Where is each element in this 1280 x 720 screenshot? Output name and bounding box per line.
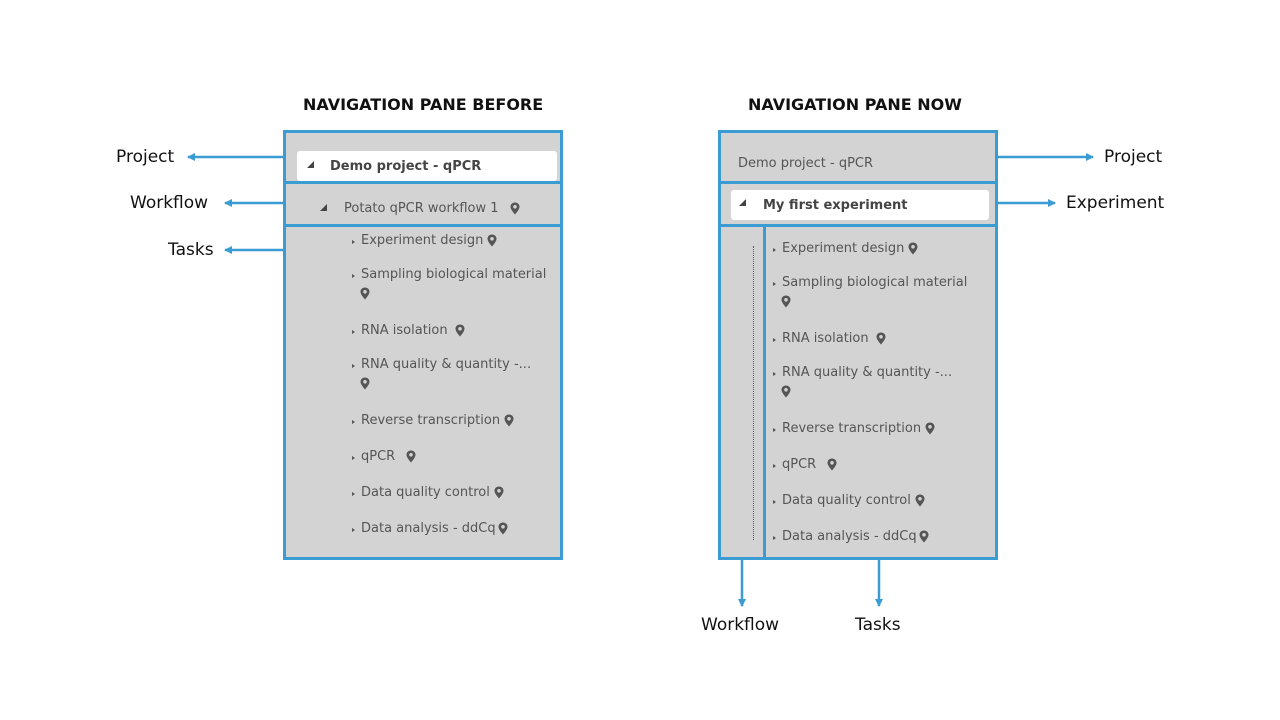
triangle-right-icon: [773, 464, 776, 468]
triangle-right-icon: [773, 500, 776, 504]
map-pin-icon[interactable]: [908, 242, 918, 255]
map-pin-icon[interactable]: [925, 422, 935, 435]
left-workflow-label[interactable]: Potato qPCR workflow 1: [344, 201, 499, 216]
map-pin-icon[interactable]: [360, 377, 370, 390]
triangle-down-icon: [320, 204, 327, 211]
map-pin-icon[interactable]: [504, 414, 514, 427]
map-pin-icon[interactable]: [455, 324, 465, 337]
triangle-right-icon: [773, 338, 776, 342]
left-divider-project: [283, 181, 563, 184]
triangle-right-icon: [352, 240, 355, 244]
map-pin-icon[interactable]: [498, 522, 508, 535]
triangle-right-icon: [352, 456, 355, 460]
right-experiment-label: My first experiment: [763, 198, 908, 213]
map-pin-icon[interactable]: [781, 385, 791, 398]
task-item[interactable]: RNA isolation: [361, 323, 448, 338]
task-item[interactable]: RNA quality & quantity -...: [361, 357, 532, 372]
left-callout-workflow: Workflow: [130, 193, 209, 213]
task-item[interactable]: RNA isolation: [782, 331, 869, 346]
task-item[interactable]: RNA quality & quantity -...: [782, 365, 953, 380]
task-item[interactable]: Experiment design: [782, 241, 905, 256]
triangle-right-icon: [352, 330, 355, 334]
triangle-down-icon: [739, 199, 746, 206]
left-callout-project: Project: [116, 147, 175, 167]
map-pin-icon[interactable]: [494, 486, 504, 499]
left-project-row[interactable]: [297, 151, 557, 181]
triangle-right-icon: [352, 364, 355, 368]
map-pin-icon[interactable]: [827, 458, 837, 471]
task-item[interactable]: Data analysis - ddCq: [361, 521, 496, 536]
task-item[interactable]: Reverse transcription: [361, 413, 501, 428]
map-pin-icon[interactable]: [510, 202, 520, 215]
left-callout-tasks: Tasks: [168, 240, 214, 260]
triangle-right-icon: [773, 248, 776, 252]
task-item[interactable]: Sampling biological material: [782, 275, 968, 290]
map-pin-icon[interactable]: [487, 234, 497, 247]
left-pane-title: NAVIGATION PANE BEFORE: [303, 95, 544, 114]
right-experiment-row[interactable]: [731, 190, 989, 220]
right-divider-workflow-column: [763, 224, 766, 560]
triangle-right-icon: [773, 428, 776, 432]
map-pin-icon[interactable]: [876, 332, 886, 345]
triangle-right-icon: [352, 492, 355, 496]
task-item[interactable]: Reverse transcription: [782, 421, 922, 436]
triangle-right-icon: [352, 274, 355, 278]
left-project-label: Demo project - qPCR: [330, 159, 482, 174]
triangle-right-icon: [352, 528, 355, 532]
right-pane-title: NAVIGATION PANE NOW: [748, 95, 962, 114]
triangle-right-icon: [773, 536, 776, 540]
right-callout-tasks: Tasks: [855, 615, 901, 635]
right-divider-experiment: [718, 224, 998, 227]
map-pin-icon[interactable]: [915, 494, 925, 507]
left-navigation-pane: [283, 130, 563, 560]
right-callout-workflow: Workflow: [701, 615, 780, 635]
task-item[interactable]: Experiment design: [361, 233, 484, 248]
right-callout-experiment: Experiment: [1066, 193, 1165, 213]
map-pin-icon[interactable]: [360, 287, 370, 300]
task-item[interactable]: Data analysis - ddCq: [782, 529, 917, 544]
triangle-right-icon: [352, 420, 355, 424]
triangle-right-icon: [773, 372, 776, 376]
map-pin-icon[interactable]: [919, 530, 929, 543]
right-divider-project: [718, 181, 998, 184]
task-item[interactable]: Data quality control: [361, 485, 490, 500]
right-callout-project: Project: [1104, 147, 1163, 167]
triangle-down-icon: [307, 161, 314, 168]
map-pin-icon[interactable]: [781, 295, 791, 308]
task-item[interactable]: qPCR: [361, 449, 396, 464]
left-divider-workflow: [283, 224, 563, 227]
map-pin-icon[interactable]: [406, 450, 416, 463]
task-item[interactable]: Data quality control: [782, 493, 911, 508]
right-project-label[interactable]: Demo project - qPCR: [738, 156, 874, 171]
workflow-guide-line: [753, 246, 754, 540]
triangle-right-icon: [773, 282, 776, 286]
task-item[interactable]: qPCR: [782, 457, 817, 472]
task-item[interactable]: Sampling biological material: [361, 267, 547, 282]
